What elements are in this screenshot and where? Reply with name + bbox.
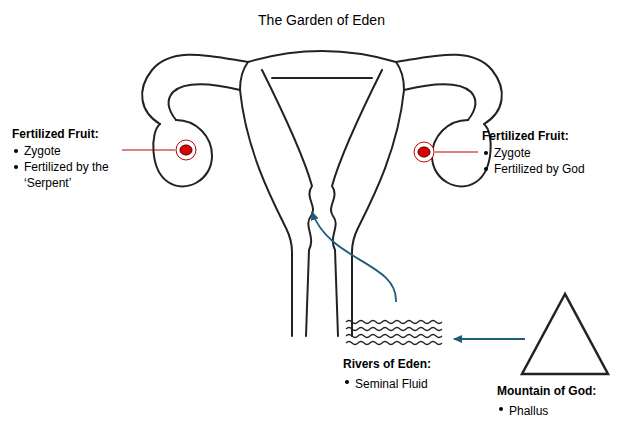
node-item: Seminal Fluid [355, 377, 428, 391]
bullet [499, 407, 503, 411]
callout-item: Zygote [494, 145, 634, 161]
node-item-row: Phallus [495, 401, 635, 419]
mountain-node: Mountain of God: Phallus [495, 291, 635, 419]
callout-heading: Fertilized Fruit: [482, 128, 632, 144]
node-heading: Mountain of God: [497, 384, 596, 398]
arrow-connector [454, 338, 525, 340]
node-item: Phallus [509, 404, 548, 418]
callout-heading: Fertilized Fruit: [12, 126, 124, 142]
node-heading-row: Rivers of Eden: [340, 354, 450, 372]
callout-item: Zygote [24, 143, 120, 159]
callout-item: Fertilized by the ‘Serpent’ [24, 159, 116, 191]
bullet [484, 167, 488, 171]
diagram-title: The Garden of Eden [0, 12, 643, 28]
node-item-row: Seminal Fluid [340, 374, 450, 392]
bullet [14, 165, 18, 169]
triangle-symbol [495, 291, 635, 377]
bullet [484, 151, 488, 155]
bullet [14, 149, 18, 153]
callout-item: Fertilized by God [494, 161, 634, 177]
waves-node: Rivers of Eden: Seminal Fluid [340, 316, 450, 392]
node-heading: Rivers of Eden: [343, 357, 431, 371]
bullet [345, 380, 349, 384]
waves-symbol [340, 316, 450, 350]
node-heading-row: Mountain of God: [495, 381, 635, 399]
